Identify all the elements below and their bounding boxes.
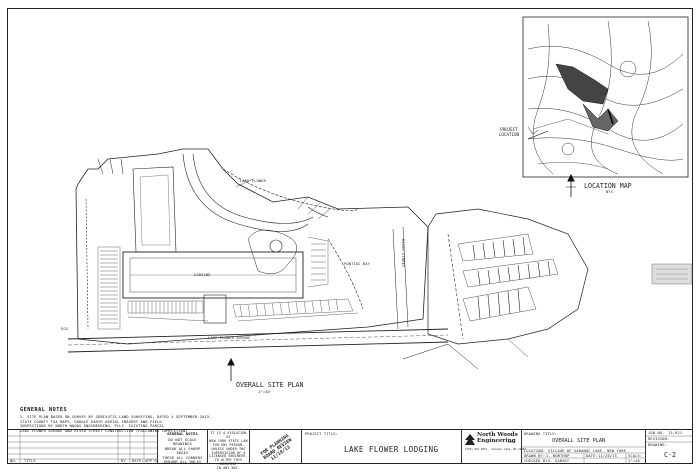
violation-line: SUPERVISION OF A [211,450,246,455]
revision-label: REVISION: [648,437,670,441]
drawing-label: DRAWING: [648,443,667,447]
planning-board-stamp: FOR PLANNING BOARD REVIEW 11/18/13 [260,433,294,462]
title-block: NO. TITLE BY DATE: APP'D GENERAL NOTES D… [8,429,692,470]
firm-suffix: PLLC [508,440,515,444]
planning-stamp-cell: FOR PLANNING BOARD REVIEW 11/18/13 [250,430,302,464]
violation-line: LICENSED ENGINEER, [209,454,248,459]
title-block-general-notes: GENERAL NOTES DO NOT SCALE DRAWINGS BREA… [158,430,208,464]
project-title: LAKE FLOWER LODGING [344,445,439,454]
date-value: 11/20/13 [598,454,617,458]
drawing-title-label: DRAWING TITLE: [524,432,558,436]
elevation-mark: EGS [61,327,69,331]
location-map-scale: NTS [606,190,614,194]
checked-by-label: CHECKED BY: [524,459,550,463]
tb-note-line: BREAK ALL SHARP EDGES [164,446,201,456]
lake-flower-label: LAKE FLOWER [240,179,266,183]
general-note-line: INSPECTIONS BY NORTH WOODS ENGINEERING, … [20,424,165,429]
general-notes: GENERAL NOTES 1. SITE PLAN BASED ON SURV… [20,407,280,433]
general-notes-title: GENERAL NOTES [20,407,68,413]
violation-line: TO ALTER THIS DOCUMENT [214,458,243,467]
rev-by-header: BY [121,459,126,463]
pontiac-bay-label: PONTIAC BAY [344,262,370,266]
location-map [522,16,689,178]
location-value: VILLAGE OF SARANAC LAKE, NEW YORK [548,448,626,453]
tb-note-line: THESE ALL CORNERS [162,455,203,460]
drawing-info-cell: DRAWING TITLE: OVERALL SITE PLAN LOCATIO… [522,430,646,464]
firm-name-line1: North Woods [477,432,518,438]
general-note-line: STATE COUNTY TAX MAPS, GOOGLE EARTH AERI… [20,419,162,424]
violation-line: FOR ANY PERSON, [212,442,245,447]
general-note-line: LAKE FLOWER AVENUE AND RIVER STREET CONS… [20,428,188,433]
project-title-label: PROJECT TITLE: [305,432,339,436]
project-title-cell: PROJECT TITLE: LAKE FLOWER LODGING [302,430,462,464]
pine-tree-icon [465,434,475,445]
north-arrow-location-map [566,173,576,197]
scale-label: SCALE: [628,454,643,458]
river-street-label: RIVER STREET [401,239,405,268]
tb-note-line: DO NOT SCALE DRAWINGS [168,438,197,447]
tb-note-line: DEBURR ALL HOLES [163,460,202,465]
violation-notice: IT IS A VIOLATION OF NEW YORK STATE LAW … [208,430,250,470]
rev-date-header: DATE: [132,459,144,463]
overall-site-plan-title: OVERALL SITE PLAN [236,381,304,389]
lodging-label: LODGING [194,273,211,277]
tb-general-notes-header: GENERAL NOTES [167,432,198,436]
lake-flower-avenue-label: LAKE FLOWER AVENUE [208,336,251,340]
north-arrow-site-plan [227,357,235,381]
rev-app-header: APP'D [145,459,157,463]
job-value: 13-021 [668,431,683,435]
firm-address: (518) 891-4874 · Saranac Lake, NY 12983 [465,448,526,451]
job-label: JOB NO. [648,431,665,435]
overall-site-plan-scale: 1"=40' [258,390,273,394]
scale-value: 1"=40' [628,459,643,463]
checked-by-value: J. GARSKY [548,459,570,463]
sheet-number-cell: JOB NO. 13-021 REVISION: DRAWING: C-2 [646,430,692,464]
location-map-title: LOCATION MAP [584,182,632,190]
site-plan-drawing [67,16,693,381]
rev-title-header: TITLE [24,459,36,463]
drawn-by-label: DRAWN BY: [524,454,546,458]
firm-name-line2: Engineering [477,438,516,444]
location-label: LOCATION: [524,448,546,453]
drawing-sheet: PROJECT LOCATION LOCATION MAP NTS OVERAL… [7,8,693,470]
general-notes-body: 1. SITE PLAN BASED ON SURVEY BY GENIVUTI… [20,415,280,433]
violation-line: IN ANY WAY. [216,466,241,471]
violation-line: IT IS A VIOLATION OF [210,431,247,439]
drawing-title: OVERALL SITE PLAN [552,438,606,444]
firm-logo-cell: North Woods Engineering PLLC (518) 891-4… [462,430,526,464]
rev-no-header: NO. [10,459,18,463]
drawn-by-value: J. NORTHUP [546,454,570,458]
drawing-number: C-2 [664,451,676,459]
revision-table: NO. TITLE BY DATE: APP'D [8,430,158,464]
project-location-label: PROJECT LOCATION [498,127,520,137]
site-plan [67,148,693,370]
date-label: DATE: [586,454,598,458]
violation-line: NEW YORK STATE LAW [209,438,248,443]
general-note-line: 1. SITE PLAN BASED ON SURVEY BY GENIVUTI… [20,415,212,419]
violation-line: UNLESS UNDER THE [211,446,246,451]
